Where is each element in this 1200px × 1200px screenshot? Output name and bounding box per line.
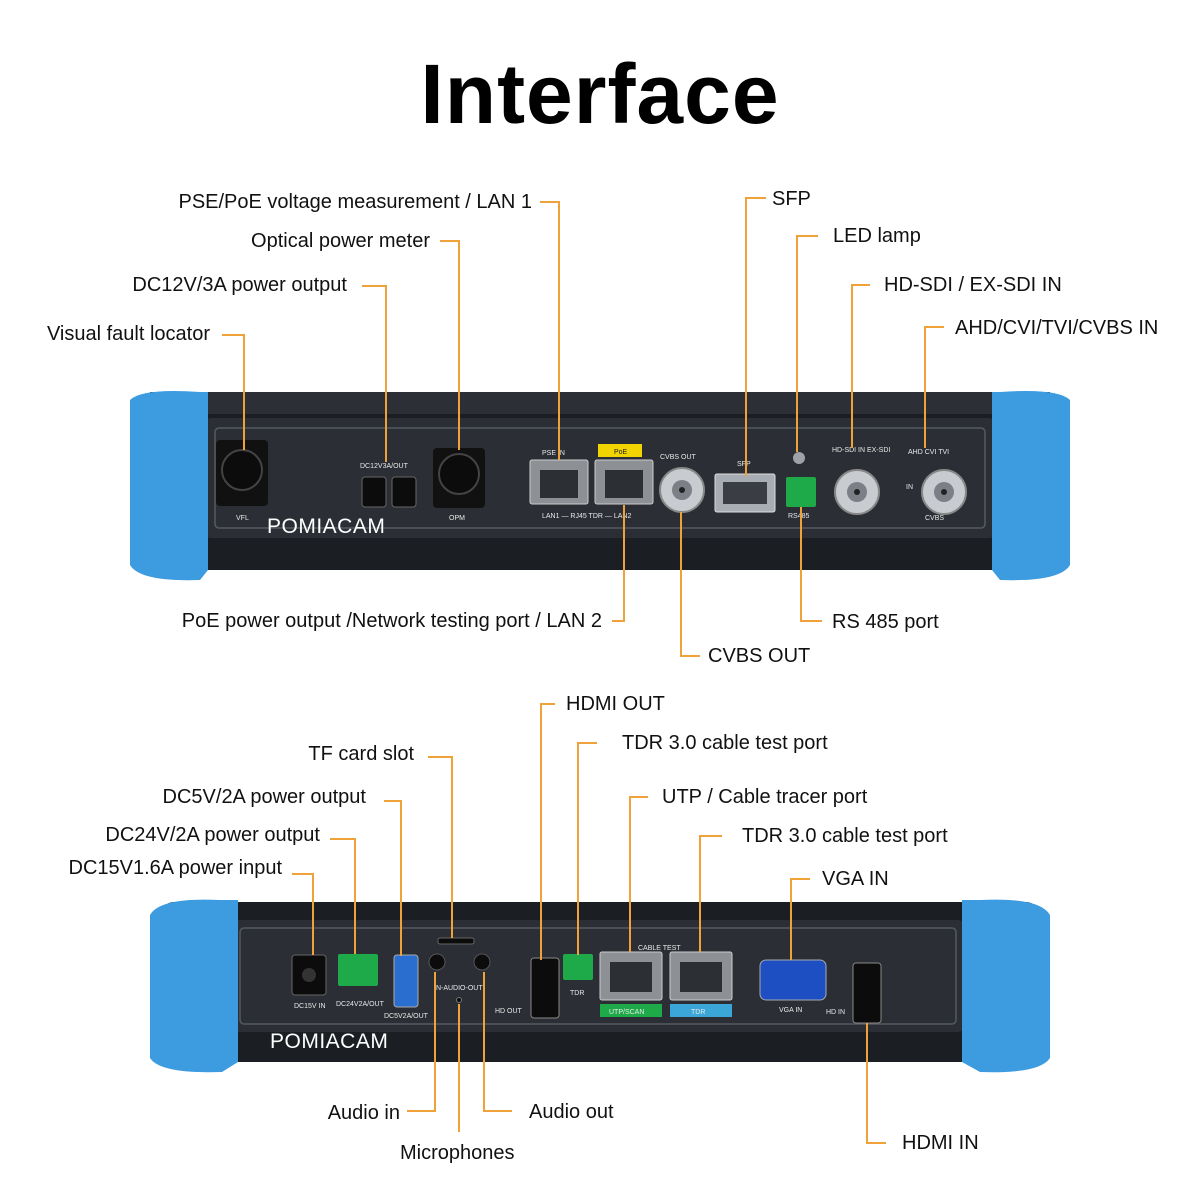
rs485-port xyxy=(786,477,816,507)
leader-lines xyxy=(222,197,944,1144)
left-bumper xyxy=(130,391,208,581)
silk-lan: LAN1 — RJ45 TDR — LAN2 xyxy=(542,513,631,520)
dc12-port-2 xyxy=(391,476,417,508)
leader-tdr1 xyxy=(577,742,597,955)
leader-utp xyxy=(629,796,648,952)
silk-hd-out: HD OUT xyxy=(495,1008,523,1015)
label-mic: Microphones xyxy=(400,1142,515,1164)
vga-port xyxy=(759,959,827,1001)
leader-tdr2 xyxy=(699,835,722,952)
usb-port xyxy=(393,954,419,1008)
label-dc24: DC24V/2A power output xyxy=(105,824,320,846)
hdmi-out-port xyxy=(530,957,560,1019)
label-vga: VGA IN xyxy=(822,868,889,890)
leader-sdi xyxy=(851,284,870,448)
leader-dc5 xyxy=(384,800,402,956)
label-vfl: Visual fault locator xyxy=(46,323,210,345)
leader-audio-in xyxy=(407,972,436,1112)
leader-opm xyxy=(440,240,460,450)
label-rs485: RS 485 port xyxy=(832,611,939,633)
tdr-green-port xyxy=(563,954,593,980)
label-led: LED lamp xyxy=(833,225,921,247)
leader-ahd xyxy=(924,326,944,448)
leader-dc24 xyxy=(330,838,356,954)
silk-rs485: RS485 xyxy=(788,513,810,520)
mic-hole xyxy=(456,997,462,1003)
silk-ahd: AHD CVI TVI xyxy=(908,449,949,456)
silk-tdr: TDR xyxy=(570,990,584,997)
leader-hdmi-in xyxy=(866,1023,886,1144)
leader-cvbs-out xyxy=(680,512,700,657)
label-sfp: SFP xyxy=(772,188,811,210)
right-bumper-bottom xyxy=(962,899,1050,1073)
dc24-port xyxy=(338,954,378,986)
label-dc12: DC12V/3A power output xyxy=(132,274,347,296)
right-bumper xyxy=(992,391,1070,581)
opm-port xyxy=(438,453,480,495)
silk-dc15: DC15V IN xyxy=(294,1003,326,1010)
leader-dc12 xyxy=(362,285,387,462)
silk-dc12: DC12V3A/OUT xyxy=(360,463,409,470)
label-poe-out: PoE power output /Network testing port /… xyxy=(181,610,602,632)
label-tf: TF card slot xyxy=(308,743,414,765)
leader-led xyxy=(796,235,818,452)
silk-cable-test: CABLE TEST xyxy=(638,945,681,952)
label-tdr1: TDR 3.0 cable test port xyxy=(622,732,828,754)
led-lamp xyxy=(793,452,805,464)
tf-slot xyxy=(437,937,475,945)
label-dc5: DC5V/2A power output xyxy=(162,786,366,808)
label-pse-poe: PSE/PoE voltage measurement / LAN 1 xyxy=(178,191,532,213)
silk-hd-in: HD IN xyxy=(826,1009,845,1016)
silk-in: IN xyxy=(906,484,913,491)
page-title: Interface xyxy=(420,47,780,141)
silk-cvbs: CVBS xyxy=(925,515,944,522)
silk-sfp: SFP xyxy=(737,461,751,468)
silk-tdr2: TDR xyxy=(691,1009,705,1016)
leader-pse-poe xyxy=(540,201,560,460)
left-bumper-bottom xyxy=(150,899,238,1073)
label-utp: UTP / Cable tracer port xyxy=(662,786,868,808)
brand-top: POMIACAM xyxy=(267,515,386,538)
label-audio-out: Audio out xyxy=(529,1101,614,1123)
leader-tf xyxy=(428,756,453,938)
leader-dc15 xyxy=(292,873,314,955)
label-hdmi-out: HDMI OUT xyxy=(566,693,665,715)
bottom-device: DC15V IN DC24V2A/OUT DC5V2A/OUT IN-AUDIO… xyxy=(150,899,1050,1073)
silk-sdi: HD-SDI IN EX-SDI xyxy=(832,447,890,454)
silk-cvbs-out: CVBS OUT xyxy=(660,454,697,461)
dc12-port-1 xyxy=(361,476,387,508)
label-audio-in: Audio in xyxy=(327,1102,400,1124)
leader-vga xyxy=(790,878,810,960)
label-dc15: DC15V1.6A power input xyxy=(68,857,282,879)
silk-vfl: VFL xyxy=(236,515,249,522)
silk-audio: IN-AUDIO-OUT xyxy=(434,985,483,992)
leader-audio-out xyxy=(483,972,512,1112)
leader-hdmi-out xyxy=(540,703,555,960)
audio-in-jack xyxy=(428,953,446,971)
leader-sfp xyxy=(745,197,766,476)
silk-dc24: DC24V2A/OUT xyxy=(336,1001,385,1008)
silk-pse-in: PSE IN xyxy=(542,450,565,457)
leader-poe-out xyxy=(612,505,625,622)
silk-dc5: DC5V2A/OUT xyxy=(384,1013,429,1020)
label-sdi: HD-SDI / EX-SDI IN xyxy=(884,274,1062,296)
silk-poe: PoE xyxy=(614,449,628,456)
label-ahd: AHD/CVI/TVI/CVBS IN xyxy=(955,317,1159,339)
top-device: VFL DC12V3A/OUT OPM PSE IN PoE LAN1 — RJ… xyxy=(130,391,1070,581)
label-hdmi-in: HDMI IN xyxy=(902,1132,979,1154)
silk-utp: UTP/SCAN xyxy=(609,1009,644,1016)
label-opm: Optical power meter xyxy=(251,230,430,252)
silk-vga: VGA IN xyxy=(779,1007,802,1014)
brand-bottom: POMIACAM xyxy=(270,1030,389,1053)
audio-out-jack xyxy=(473,953,491,971)
leader-vfl xyxy=(222,334,245,450)
hdmi-in-port xyxy=(852,962,882,1024)
silk-opm: OPM xyxy=(449,515,465,522)
vfl-port xyxy=(221,449,263,491)
leader-rs485 xyxy=(800,507,822,622)
label-tdr2: TDR 3.0 cable test port xyxy=(742,825,948,847)
label-cvbs-out: CVBS OUT xyxy=(708,645,811,667)
